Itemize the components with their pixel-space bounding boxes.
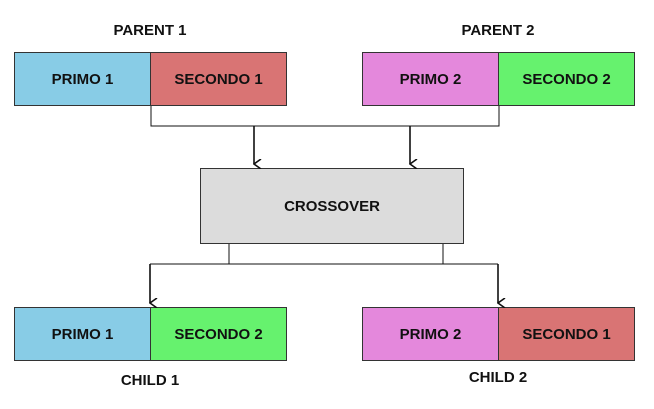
child-2-title: CHILD 2 — [468, 369, 528, 386]
child-2-gene-secondo: SECONDO 1 — [498, 307, 635, 361]
crossover-box: CROSSOVER — [200, 168, 464, 244]
parent-2-gene-primo: PRIMO 2 — [362, 52, 499, 106]
child-1-gene-secondo: SECONDO 2 — [150, 307, 287, 361]
parent-2-title: PARENT 2 — [461, 22, 535, 39]
parents-merge-bracket — [150, 106, 500, 127]
parent-2-gene-secondo: SECONDO 2 — [498, 52, 635, 106]
child-1-gene-primo: PRIMO 1 — [14, 307, 151, 361]
parent-1-title: PARENT 1 — [113, 22, 187, 39]
child-1-title: CHILD 1 — [120, 372, 180, 389]
parent-1-gene-secondo: SECONDO 1 — [150, 52, 287, 106]
